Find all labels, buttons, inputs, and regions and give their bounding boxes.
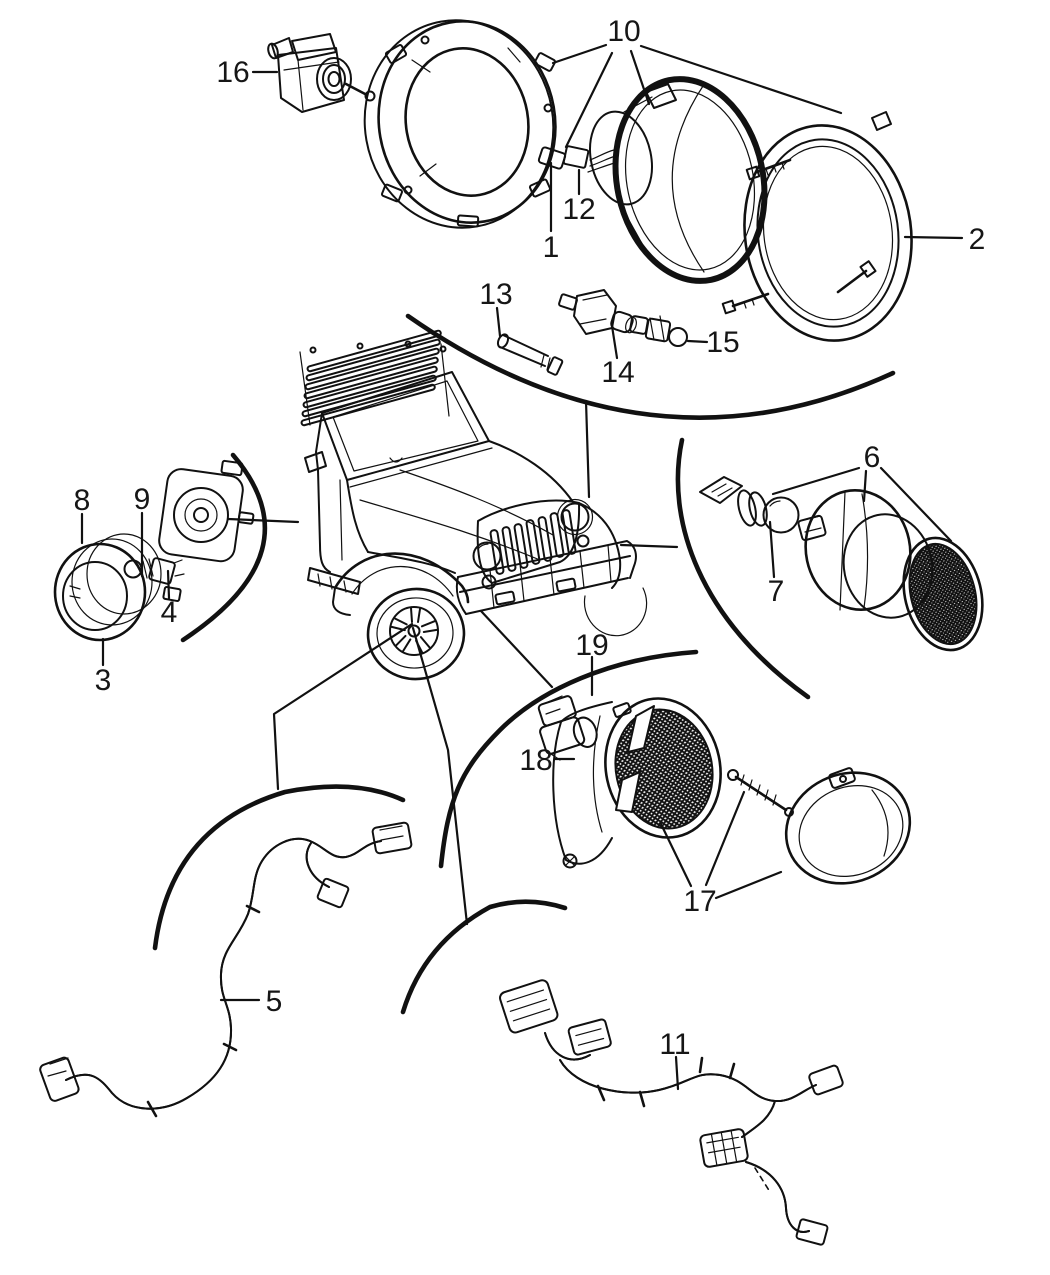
- front-wheel: [366, 587, 466, 681]
- callout-9: 9: [134, 483, 151, 516]
- adjust-screw: [721, 292, 770, 315]
- callout-5: 5: [266, 985, 283, 1018]
- bulb-socket-7: [699, 476, 800, 534]
- callout-4: 4: [161, 596, 178, 629]
- right-fender: [578, 502, 648, 637]
- callout-2: 2: [969, 223, 986, 256]
- bulb-13: [496, 333, 564, 376]
- callout-14: 14: [601, 356, 634, 389]
- fog-lens-17: [784, 767, 912, 885]
- headlamp-leveling-motor: [267, 33, 376, 113]
- fog-lamp-cluster: [537, 695, 912, 885]
- callout-12: 12: [562, 193, 595, 226]
- wiring-harness-11: [499, 979, 844, 1246]
- bulb-15: [629, 315, 688, 347]
- callout-15: 15: [706, 326, 739, 359]
- fog-connector-19: [537, 695, 598, 761]
- park-turn-lamp-cluster: [699, 476, 984, 652]
- windshield: [321, 371, 493, 488]
- leader-lines: [80, 43, 964, 1091]
- callout-3: 3: [95, 664, 112, 697]
- callout-19: 19: [575, 629, 608, 662]
- lamp-cap-3: [53, 533, 182, 642]
- headlamp-mounting-ring: [363, 19, 557, 229]
- headlight-right: [556, 498, 594, 548]
- sealed-beam-headlamp: [537, 76, 768, 284]
- callout-11: 11: [659, 1028, 690, 1061]
- callout-8: 8: [74, 484, 91, 517]
- detail-circle-arcs: [152, 313, 896, 1015]
- bulb-9: [123, 557, 185, 585]
- callout-6: 6: [864, 441, 881, 474]
- callout-13: 13: [479, 278, 512, 311]
- callout-16: 16: [216, 56, 249, 89]
- callout-10: 10: [607, 15, 640, 48]
- headlamp-connector: [537, 145, 619, 173]
- headlight-left: [472, 541, 502, 590]
- callout-17: 17: [683, 885, 716, 918]
- front-fender: [332, 552, 470, 616]
- front-bumper: [455, 540, 637, 615]
- headlamp-retaining-ring: [721, 111, 913, 342]
- callout-1: 1: [543, 231, 560, 264]
- roof-rack: [299, 329, 450, 427]
- callout-18: 18: [519, 744, 552, 777]
- bulb-14: [558, 289, 637, 335]
- wiring-harness-5: [39, 821, 413, 1118]
- side-lamp-housing: [158, 459, 255, 563]
- adjust-screw: [745, 158, 792, 181]
- side-lamp-cluster: [53, 459, 255, 642]
- lamp-lens-6: [902, 536, 984, 652]
- fog-reflector: [604, 697, 722, 839]
- hood: [346, 440, 574, 574]
- vehicle-illustration: [299, 329, 648, 681]
- adjust-screw: [836, 260, 877, 294]
- callout-7: 7: [768, 575, 785, 608]
